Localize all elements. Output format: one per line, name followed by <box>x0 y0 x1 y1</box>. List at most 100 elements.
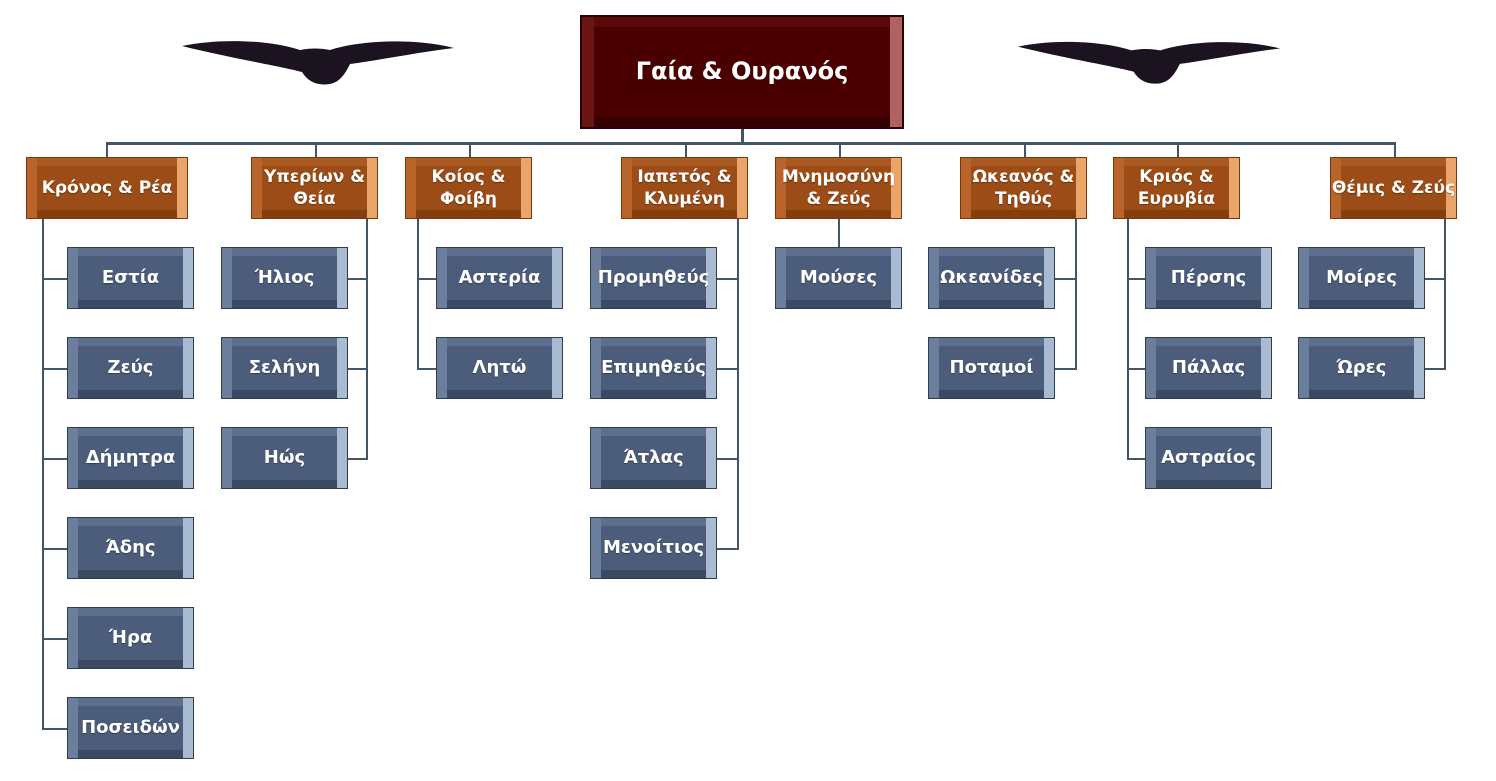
connector-line <box>348 368 368 370</box>
connector-line <box>417 278 436 280</box>
connector-line <box>417 219 419 369</box>
child-node: Ήρα <box>67 607 194 669</box>
child-node: Μοίρες <box>1298 247 1425 309</box>
parent-node-label: Θέμις & Ζεύς <box>1331 177 1456 198</box>
child-node-label: Πάλλας <box>1171 357 1246 379</box>
child-node: Ήλιος <box>221 247 348 309</box>
connector-line <box>42 548 67 550</box>
child-node-label: Ήλιος <box>254 267 315 289</box>
parent-node-label: Κριός & Ευρυβία <box>1137 166 1216 209</box>
connector-line <box>42 638 67 640</box>
connector-line <box>42 728 67 730</box>
child-node-label: Μενοίτιος <box>602 537 705 559</box>
parent-node-label: Κοίος & Φοίβη <box>431 166 506 209</box>
root-node-label: Γαία & Ουρανός <box>635 57 849 86</box>
child-node: Αστερία <box>436 247 563 309</box>
parent-node-label: Ιαπετός & Κλυμένη <box>637 166 732 209</box>
child-node-label: Πέρσης <box>1170 267 1247 289</box>
child-node-label: Ήρα <box>108 627 153 649</box>
child-node-label: Προμηθεύς <box>597 267 710 289</box>
connector-line <box>1075 219 1077 369</box>
connector-line <box>1177 142 1179 158</box>
connector-line <box>42 278 67 280</box>
connector-line <box>417 368 436 370</box>
eagle-icon <box>1017 41 1281 84</box>
parent-node-label: Υπερίων & Θεία <box>263 166 366 209</box>
child-node-label: Μούσες <box>799 267 878 289</box>
child-node: Άτλας <box>590 427 717 489</box>
connector-line <box>1024 142 1026 158</box>
connector-line <box>1055 368 1077 370</box>
connector-line <box>42 219 44 729</box>
child-node-label: Λητώ <box>472 357 527 379</box>
child-node: Πάλλας <box>1145 337 1272 399</box>
connector-line <box>1055 278 1077 280</box>
connector-line <box>717 278 739 280</box>
child-node: Αστραίος <box>1145 427 1272 489</box>
child-node: Ποσειδών <box>67 697 194 759</box>
connector-line <box>106 142 108 158</box>
parent-node: Κριός & Ευρυβία <box>1113 157 1240 219</box>
connector-line <box>348 278 368 280</box>
child-node-label: Άδης <box>105 537 156 559</box>
parent-node-label: Μνημοσύνη & Ζεύς <box>781 166 896 209</box>
child-node: Εστία <box>67 247 194 309</box>
parent-node: Κοίος & Φοίβη <box>405 157 532 219</box>
child-node: Δήμητρα <box>67 427 194 489</box>
connector-line <box>717 548 739 550</box>
connector-line <box>1444 219 1446 369</box>
connector-line <box>42 368 67 370</box>
parent-node: Ιαπετός & Κλυμένη <box>621 157 748 219</box>
connector-line <box>1425 368 1446 370</box>
parent-node: Θέμις & Ζεύς <box>1330 157 1457 219</box>
child-node-label: Σελήνη <box>248 357 321 379</box>
child-node-label: Ποταμοί <box>949 357 1034 379</box>
connector-line <box>469 142 471 158</box>
root-node: Γαία & Ουρανός <box>580 15 904 129</box>
child-node-label: Δήμητρα <box>85 447 176 469</box>
parent-node: Υπερίων & Θεία <box>251 157 378 219</box>
connector-line <box>717 458 739 460</box>
connector-line <box>1394 142 1396 158</box>
connector-line <box>1425 278 1446 280</box>
connector-line <box>737 219 739 549</box>
child-node-label: Ώρες <box>1336 357 1387 379</box>
child-node-label: Μοίρες <box>1326 267 1397 289</box>
connector-line <box>106 142 1396 145</box>
connector-line <box>717 368 739 370</box>
connector-line <box>1127 458 1145 460</box>
child-node: Μενοίτιος <box>590 517 717 579</box>
child-node: Σελήνη <box>221 337 348 399</box>
parent-node: Μνημοσύνη & Ζεύς <box>775 157 902 219</box>
eagle-icon <box>182 41 454 85</box>
connector-line <box>315 142 317 158</box>
child-node-label: Ποσειδών <box>81 717 180 739</box>
child-node: Προμηθεύς <box>590 247 717 309</box>
parent-node-label: Ωκεανός & Τηθύς <box>972 166 1075 209</box>
connector-line <box>42 458 67 460</box>
child-node: Ωκεανίδες <box>928 247 1055 309</box>
child-node: Επιμηθεύς <box>590 337 717 399</box>
child-node-label: Αστραίος <box>1161 447 1256 469</box>
child-node-label: Εστία <box>101 267 160 289</box>
child-node: Ποταμοί <box>928 337 1055 399</box>
child-node-label: Ζεύς <box>107 357 154 379</box>
child-node: Ηώς <box>221 427 348 489</box>
parent-node: Ωκεανός & Τηθύς <box>960 157 1087 219</box>
connector-line <box>366 219 368 459</box>
connector-line <box>348 458 368 460</box>
parent-node-label: Κρόνος & Ρέα <box>41 177 173 198</box>
child-node-label: Αστερία <box>458 267 541 289</box>
connector-line <box>741 129 744 143</box>
connector-line <box>1127 278 1145 280</box>
child-node-label: Επιμηθεύς <box>601 357 706 379</box>
child-node: Άδης <box>67 517 194 579</box>
parent-node: Κρόνος & Ρέα <box>26 157 188 219</box>
child-node: Πέρσης <box>1145 247 1272 309</box>
child-node-label: Άτλας <box>623 447 684 469</box>
child-node-label: Ηώς <box>263 447 306 469</box>
child-node: Μούσες <box>775 247 902 309</box>
connector-line <box>839 142 841 158</box>
connector-line <box>838 219 840 247</box>
